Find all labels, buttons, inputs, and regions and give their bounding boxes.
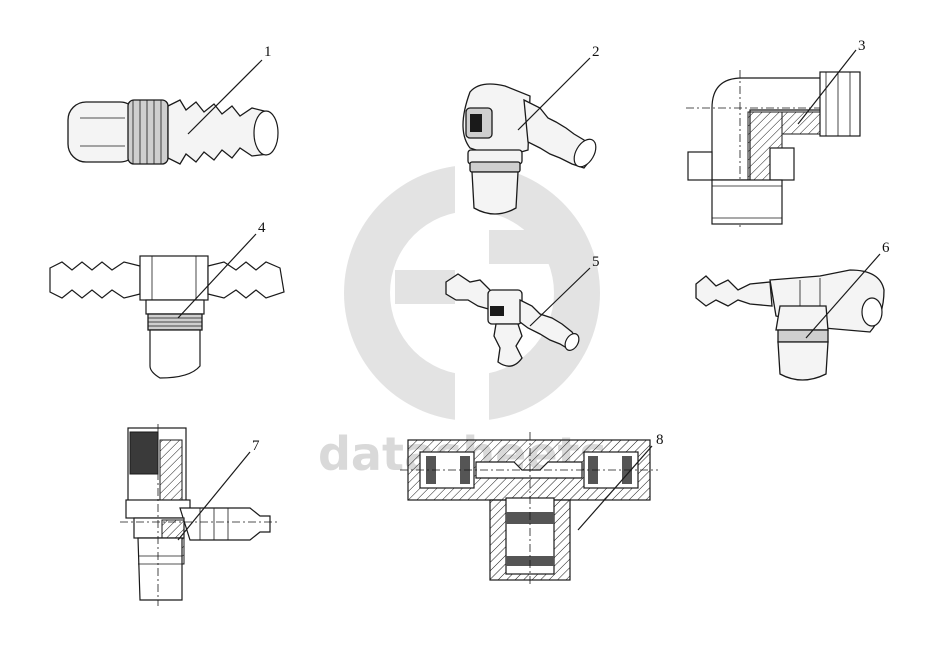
callout-2: 2 <box>592 44 600 60</box>
leader-8 <box>577 445 653 531</box>
leader-6 <box>805 253 881 339</box>
part-6-tee-hose <box>695 269 885 381</box>
callout-7: 7 <box>252 438 260 454</box>
callout-3: 3 <box>858 38 866 54</box>
leader-1 <box>187 59 263 135</box>
part-4-tee-connector <box>49 255 285 379</box>
leader-5 <box>529 267 591 327</box>
part-7-tee-section <box>120 424 280 606</box>
callout-8: 8 <box>656 432 664 448</box>
leader-2 <box>517 57 591 131</box>
part-8-tee-cross-section <box>400 432 658 586</box>
callout-5: 5 <box>592 254 600 270</box>
part-3-elbow-section <box>686 70 862 230</box>
part-1-straight-connector <box>67 99 279 165</box>
leader-3 <box>797 49 857 125</box>
callout-4: 4 <box>258 220 266 236</box>
part-2-elbow-connector <box>462 83 597 215</box>
callout-1: 1 <box>264 44 272 60</box>
leader-7 <box>177 451 251 541</box>
leader-lines <box>177 49 881 541</box>
leader-4 <box>177 233 257 319</box>
callout-6: 6 <box>882 240 890 256</box>
part-5-small-tee <box>445 273 580 367</box>
